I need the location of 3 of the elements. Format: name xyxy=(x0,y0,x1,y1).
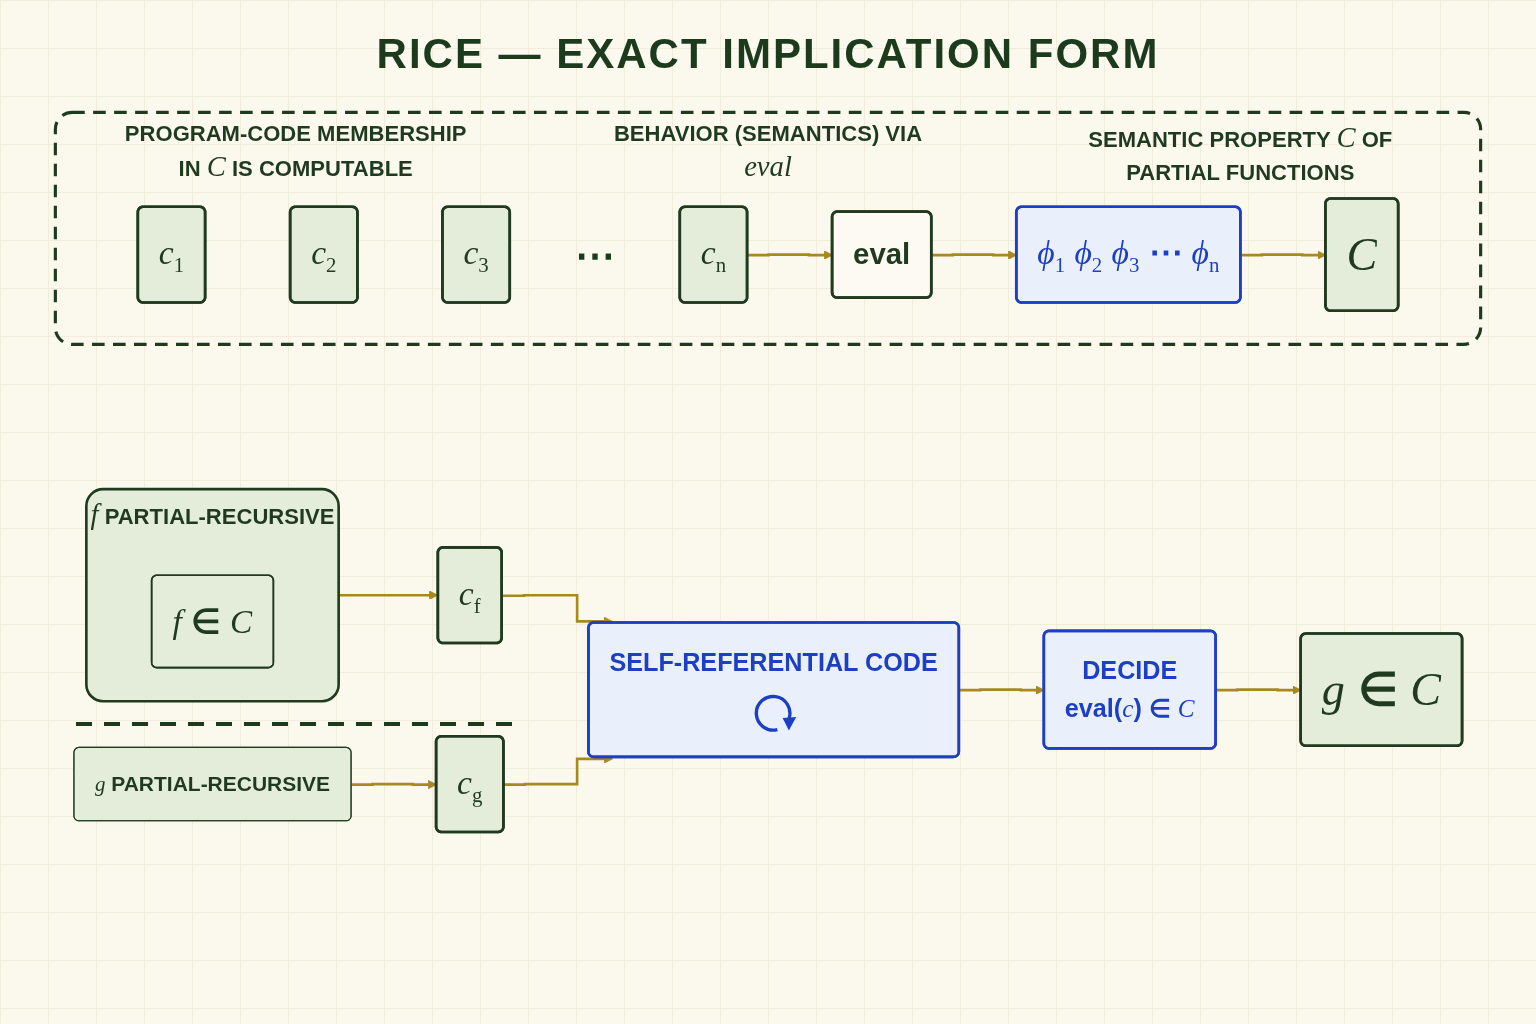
diagram-title: RICE — EXACT IMPLICATION FORM xyxy=(376,30,1160,78)
ellipsis-text: ⋯ xyxy=(574,234,615,275)
arrow xyxy=(502,593,613,626)
